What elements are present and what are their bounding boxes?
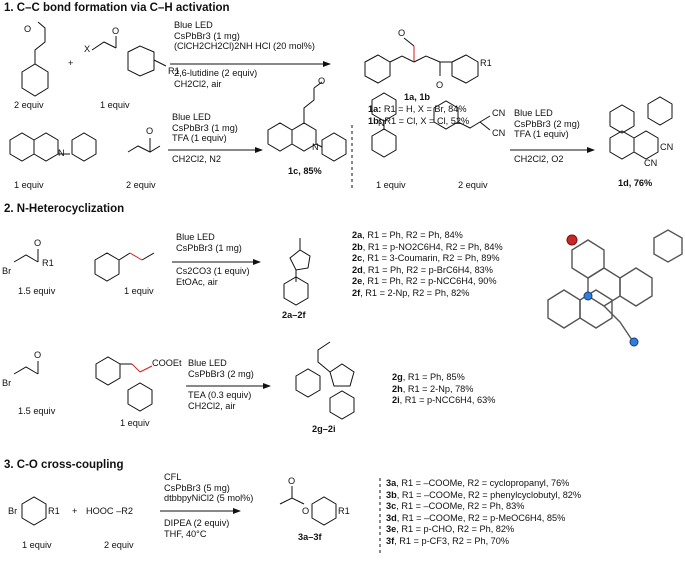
r1-label: R1: [338, 506, 350, 516]
reactant-equiv: 1 equiv: [124, 286, 154, 296]
product-label: 2a–2f: [282, 310, 306, 320]
product-label: 1a, 1b: [404, 92, 431, 102]
results-2g-2i: 2g, R1 = Ph, 85% 2h, R1 = 2-Np, 78% 2i, …: [392, 372, 496, 406]
oxygen-label: O: [34, 350, 42, 360]
conditions-below: TEA (0.3 equiv)CH2Cl2, air: [188, 390, 252, 411]
ester-label: COOEt: [152, 358, 182, 368]
oxygen-label: O: [398, 28, 406, 38]
cn-label: CN: [660, 142, 674, 152]
conditions-below: CH2Cl2, N2: [172, 154, 222, 164]
section-title-2: 2. N-Heterocyclization: [4, 203, 125, 215]
cn-label: CN: [492, 128, 506, 138]
reactant-equiv: 1 equiv: [100, 100, 130, 110]
nitrogen-label: N: [312, 142, 319, 152]
reactant-acid: HOOC –R2: [86, 506, 133, 516]
oxygen-label: O: [24, 24, 32, 34]
oxygen-label: O: [34, 238, 42, 248]
section-title-3: 3. C-O cross-coupling: [4, 459, 124, 471]
x-label: X: [84, 44, 91, 54]
r1-label: R1: [42, 258, 54, 268]
reactant-equiv: 2 equiv: [14, 100, 44, 110]
r1-label: R1: [480, 58, 492, 68]
conditions-below: CH2Cl2, O2: [514, 154, 564, 164]
reactant-equiv: 2 equiv: [104, 540, 134, 550]
section-title-1: 1. C–C bond formation via C–H activation: [4, 2, 230, 14]
r1-label: R1: [48, 506, 60, 516]
oxygen-label: O: [318, 76, 326, 86]
oxygen-label: O: [146, 126, 154, 136]
product-label: 1c, 85%: [288, 166, 322, 176]
benzene-ring: [21, 63, 49, 97]
reactant-equiv: 1 equiv: [22, 540, 52, 550]
r1-label: R1: [168, 66, 180, 76]
reactant-equiv: 2 equiv: [458, 180, 488, 190]
nitrogen-label: N: [58, 148, 65, 158]
oxygen-label: O: [302, 506, 310, 516]
br-label: Br: [8, 506, 18, 516]
conditions-below: DIPEA (2 equiv)THF, 40°C: [164, 518, 230, 539]
oxygen-label: O: [112, 26, 120, 36]
product-label: 3a–3f: [298, 532, 322, 542]
result-1b: 1b: R1 = Cl, X = Cl, 52%: [368, 116, 470, 126]
product-label: 2g–2i: [312, 424, 336, 434]
reactant-equiv: 1.5 equiv: [18, 406, 56, 416]
nitrogen-label: N: [378, 118, 385, 128]
cn-label: CN: [492, 108, 506, 118]
results-3a-3f: 3a, R1 = –COOMe, R2 = cyclopropanyl, 76%…: [386, 478, 582, 546]
reactant-equiv: 2 equiv: [126, 180, 156, 190]
result-1a: 1a: R1 = H, X = Br, 84%: [368, 104, 467, 114]
plus-sign: +: [68, 58, 74, 68]
reactant-equiv: 1 equiv: [120, 418, 150, 428]
br-label: Br: [2, 266, 12, 276]
oxygen-label: O: [288, 476, 296, 486]
oxygen-label: O: [436, 80, 444, 90]
product-label: 1d, 76%: [618, 178, 653, 188]
plus-sign: +: [72, 506, 78, 516]
conditions-below: 2,6-lutidine (2 equiv)CH2Cl2, air: [174, 68, 258, 89]
br-label: Br: [2, 378, 12, 388]
reactant-equiv: 1.5 equiv: [18, 286, 56, 296]
conditions-below: Cs2CO3 (1 equiv)EtOAc, air: [176, 266, 250, 287]
cn-label: CN: [644, 158, 658, 168]
reactant-equiv: 1 equiv: [376, 180, 406, 190]
reactant-equiv: 1 equiv: [14, 180, 44, 190]
results-2a-2f: 2a, R1 = Ph, R2 = Ph, 84% 2b, R1 = p-NO2…: [352, 230, 503, 298]
